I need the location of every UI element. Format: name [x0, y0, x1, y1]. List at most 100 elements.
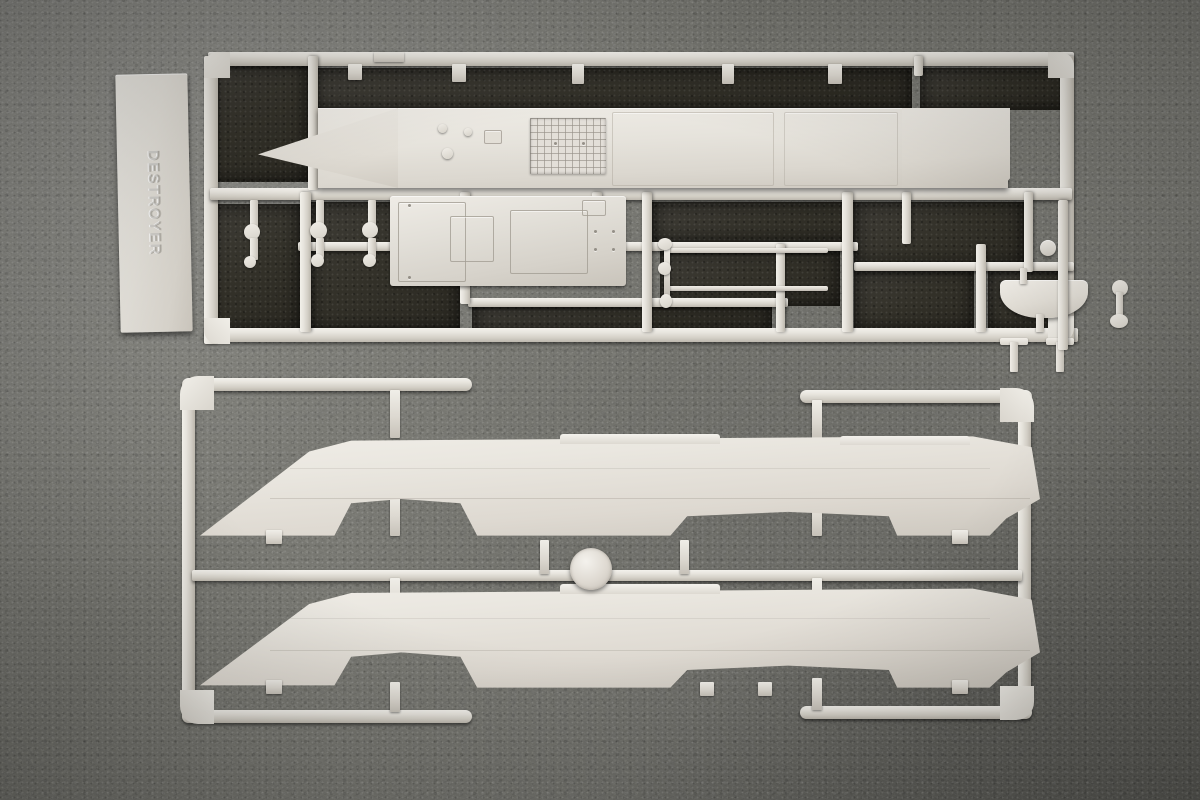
hull-seam-line [290, 618, 990, 619]
sprue-frame-bottom [204, 328, 1078, 342]
lower-gate [390, 492, 400, 536]
sprue-gate [452, 64, 466, 82]
part-deck-stern [902, 108, 1010, 188]
superstructure-panel [582, 200, 606, 216]
lower-frame-corner [1000, 388, 1034, 422]
part-mast [668, 248, 828, 253]
hull-tab [266, 680, 282, 694]
hull-tab [758, 682, 772, 696]
superstructure-rivet [408, 276, 411, 279]
sprue-gate [572, 64, 584, 84]
sprue-gate [374, 52, 404, 62]
sprue-frame-middle [210, 188, 1072, 200]
sprue-runner [300, 192, 311, 332]
lower-sprue [140, 370, 1072, 752]
part-small-fitting [310, 222, 327, 239]
deck-rivet [554, 142, 557, 145]
part-stanchion-post [1056, 342, 1064, 372]
lower-frame-bottom-right [800, 706, 1032, 719]
lower-frame-top-right [800, 390, 1032, 403]
sprue-well [854, 202, 1024, 266]
sprue-well [920, 68, 1070, 110]
sprue-well [660, 250, 840, 306]
part-small-fitting [244, 256, 256, 268]
hull-seam-line [290, 468, 990, 469]
sprue-runner [1058, 200, 1068, 350]
bulwark-gate [1036, 314, 1044, 332]
sprue-well [312, 68, 912, 110]
lower-frame-bottom-left [182, 710, 472, 723]
lower-gate [812, 400, 822, 440]
sprue-runner [308, 56, 318, 190]
sprue-gate [348, 64, 362, 80]
deck-fitting [442, 148, 453, 159]
sprue-runner [842, 192, 853, 332]
part-stanchion-head [1000, 338, 1028, 345]
superstructure-panel [398, 202, 466, 282]
sprue-corner [204, 318, 230, 344]
sprue-corner [1048, 52, 1074, 78]
sprue-runner [902, 192, 911, 244]
part-small-fitting [363, 254, 376, 267]
part-mast [668, 286, 828, 291]
sprue-runner [914, 56, 923, 76]
deck-panel-line [784, 112, 898, 186]
superstructure-panel [510, 210, 588, 274]
lower-frame-top-left [182, 378, 472, 391]
lower-frame-corner [180, 690, 214, 724]
hull-tab [700, 682, 714, 696]
hull-deck-edge [560, 584, 720, 594]
deck-panel-line [612, 112, 774, 186]
sprue-runner [976, 244, 986, 332]
part-bridge-bulwark [1000, 280, 1088, 318]
superstructure-rivet [594, 248, 597, 251]
lower-gate [680, 540, 689, 574]
deck-rivet [582, 142, 585, 145]
part-hull-half-upper [200, 436, 1040, 536]
hull-tab [952, 680, 968, 694]
hull-tab [952, 530, 968, 544]
sprue-runner [1024, 192, 1033, 272]
sprue-well [472, 304, 772, 332]
mast-cap [660, 294, 672, 308]
deck-hatch [484, 130, 502, 144]
sprue-runner [468, 298, 788, 307]
part-small-fitting [244, 224, 260, 240]
sprue-gate [722, 64, 734, 84]
sprue-gate [828, 64, 842, 84]
deck-fitting [464, 128, 472, 136]
sprue-frame-left [204, 56, 218, 344]
superstructure-rivet [612, 230, 615, 233]
part-main-deck [318, 108, 1008, 188]
hull-seam-line [270, 498, 1030, 499]
part-small-fitting [362, 222, 378, 238]
sprue-well [854, 270, 974, 330]
part-gate [250, 200, 258, 228]
superstructure-rivet [594, 230, 597, 233]
upper-sprue: DESTROYER [112, 52, 1128, 372]
part-gate [316, 238, 324, 258]
part-stanchion-post [1010, 342, 1018, 372]
superstructure-panel [450, 216, 494, 262]
lower-gate [390, 390, 400, 438]
sprue-frame-top [208, 52, 1074, 66]
embossed-label-plate: DESTROYER [115, 73, 193, 333]
part-gate [1116, 292, 1123, 316]
hull-tab [266, 530, 282, 544]
part-gate [368, 200, 376, 226]
part-small-fitting [1110, 314, 1128, 328]
part-gate [250, 238, 258, 260]
part-small-fitting [311, 254, 324, 267]
lower-gate [812, 678, 822, 710]
part-superstructure-base [390, 196, 626, 286]
mast-cap [658, 238, 672, 250]
deck-grating [530, 118, 606, 174]
lower-gate [390, 682, 400, 712]
sprue-well [208, 64, 308, 182]
lower-frame-left [182, 384, 195, 720]
superstructure-rivet [408, 204, 411, 207]
sprue-runner [642, 192, 652, 332]
lower-frame-corner [180, 376, 214, 410]
hull-deck-edge [840, 436, 970, 445]
